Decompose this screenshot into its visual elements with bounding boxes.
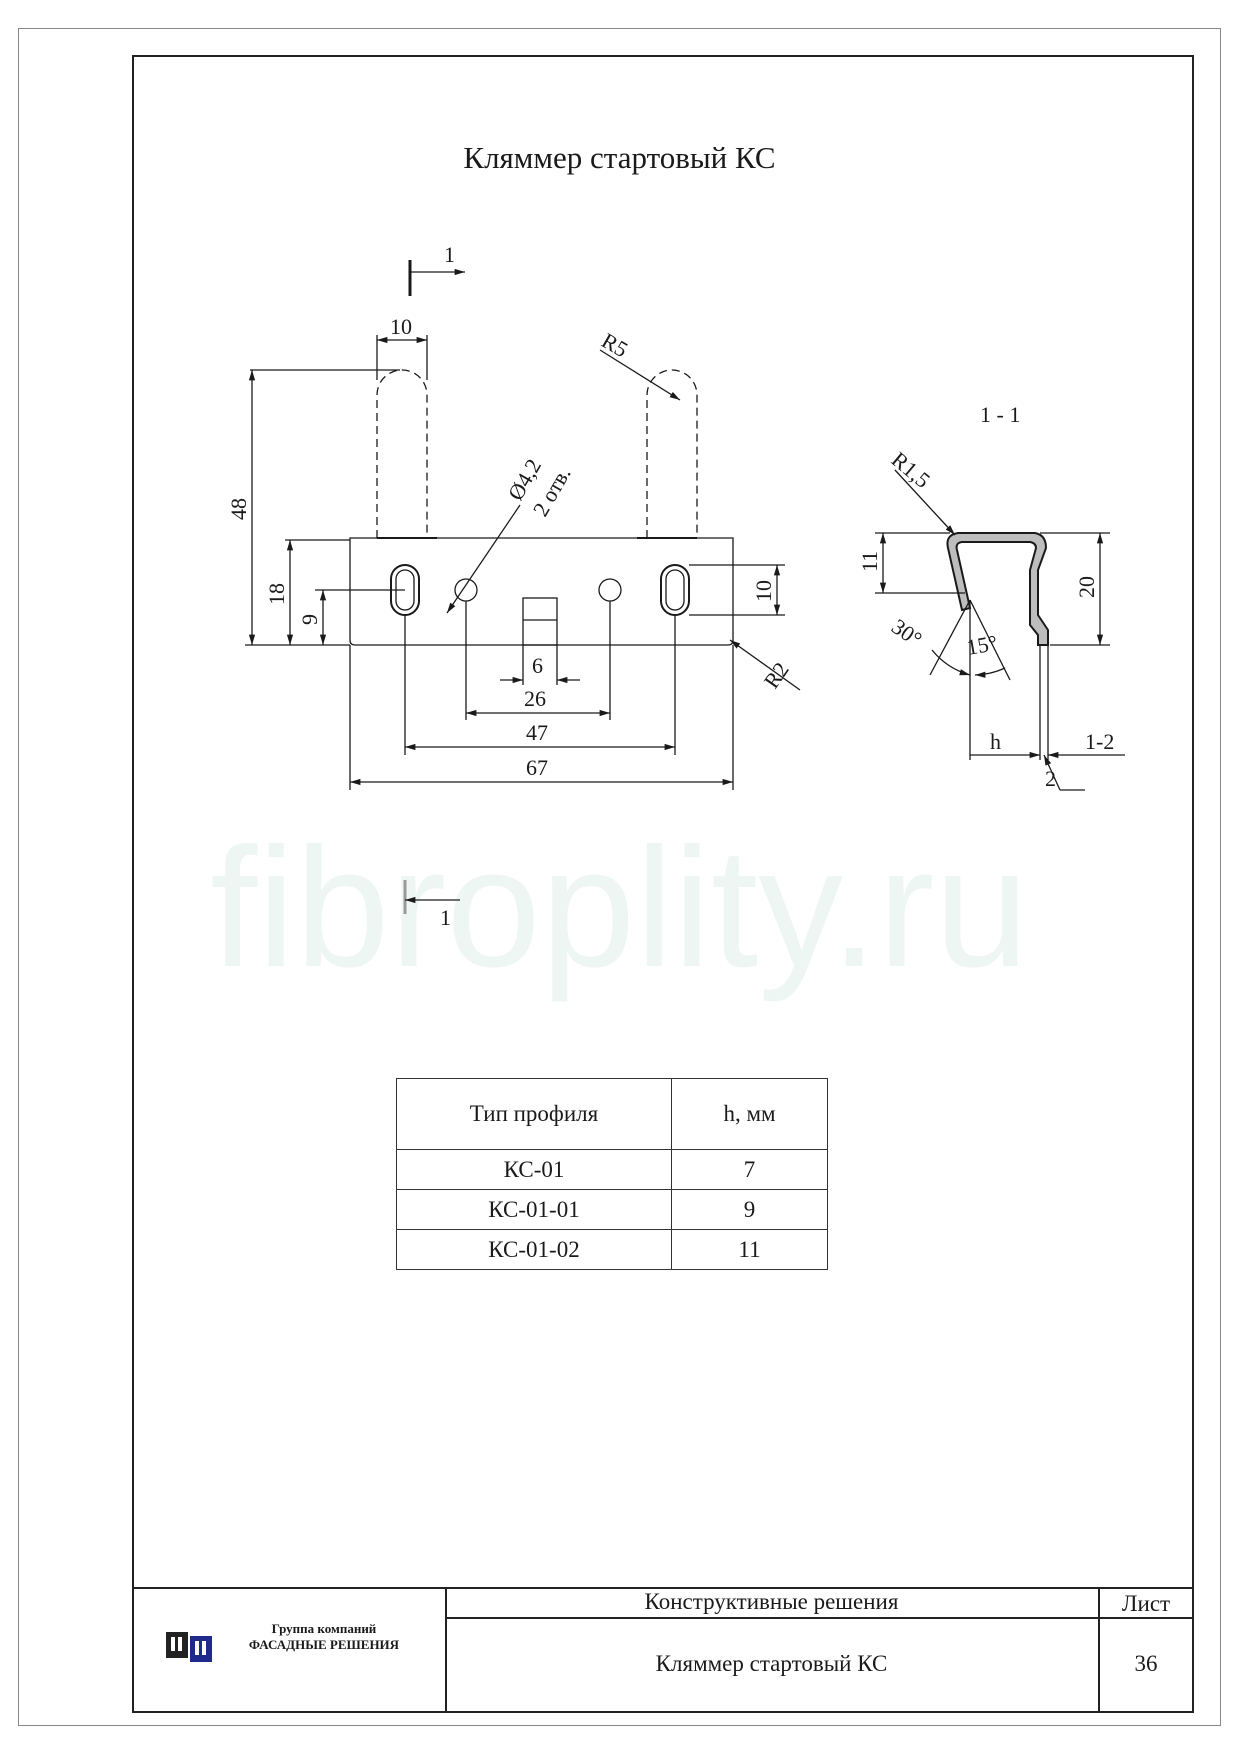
right-hole [598,578,622,602]
dim-h: h [990,729,1001,754]
table-cell: 9 [671,1189,828,1230]
dim-20: 20 [1074,576,1099,598]
profile-table: Тип профиля h, мм КС-01 7 КС-01-01 9 КС-… [396,1078,828,1270]
page-title: Кляммер стартовый КС [463,140,776,175]
dim-47: 47 [526,720,548,745]
right-tab [646,369,698,538]
dim-10-top: 10 [390,314,412,339]
right-slot [660,564,690,616]
dim-10-right: 10 [751,580,776,602]
dim-r1-5: R1,5 [887,447,935,493]
dim-18: 18 [264,583,289,605]
section-mark-label-top: 1 [444,242,455,267]
table-cell: КС-01-02 [396,1229,672,1270]
table-cell: 11 [671,1229,828,1270]
section-label: 1 - 1 [980,402,1020,427]
stamp-inner-line [445,1617,1194,1619]
dim-thickness: 1-2 [1085,729,1114,754]
dim-6: 6 [532,653,543,678]
table-cell: 7 [671,1149,828,1190]
angle-30: 30° [887,614,927,652]
header-profile-type: Тип профиля [396,1078,672,1150]
sheet-title: Кляммер стартовый КС [655,1651,888,1676]
center-tongue [522,597,558,646]
table-header-row: Тип профиля h, мм [396,1078,828,1150]
section-name: Конструктивные решения [644,1589,899,1614]
right-slot-inner [665,569,685,611]
table-cell: КС-01-01 [396,1189,672,1230]
stamp-top-line [132,1587,1194,1589]
stamp-divider-left [445,1587,447,1713]
angle-15: 15° [965,630,1000,660]
dim-r2: R2 [759,657,794,692]
company-logo-icon [166,1632,212,1662]
left-tab [376,369,428,538]
dim-67: 67 [526,755,548,780]
sheet-number: 36 [1134,1651,1158,1676]
stamp-divider-right [1098,1587,1100,1713]
drawing-frame [132,55,1194,1713]
outer-border [18,28,1221,1726]
table-row: КС-01-02 11 [396,1229,828,1270]
title-block: Группа компаний ФАСАДНЫЕ РЕШЕНИЯ Констру… [132,1587,1194,1713]
dim-2: 2 [1045,766,1056,791]
dim-9: 9 [297,614,322,625]
company-line-2: ФАСАДНЫЕ РЕШЕНИЯ [248,1637,400,1652]
section-mark-label-bottom: 1 [440,905,451,930]
company-name: Группа компаний ФАСАДНЫЕ РЕШЕНИЯ [224,1621,424,1653]
dim-26: 26 [524,686,546,711]
section-profile [946,532,1049,646]
dim-r5: R5 [598,328,633,362]
table-cell: КС-01 [396,1149,672,1190]
sheet-label: Лист [1121,1591,1171,1616]
dim-11: 11 [857,551,882,572]
company-line-1: Группа компаний [271,1621,377,1636]
watermark: fibroplity.ru [210,813,1029,1003]
table-row: КС-01 7 [396,1149,828,1190]
header-h-mm: h, мм [671,1078,828,1150]
table-row: КС-01-01 9 [396,1189,828,1230]
dim-48: 48 [226,498,251,520]
left-hole [454,578,478,602]
